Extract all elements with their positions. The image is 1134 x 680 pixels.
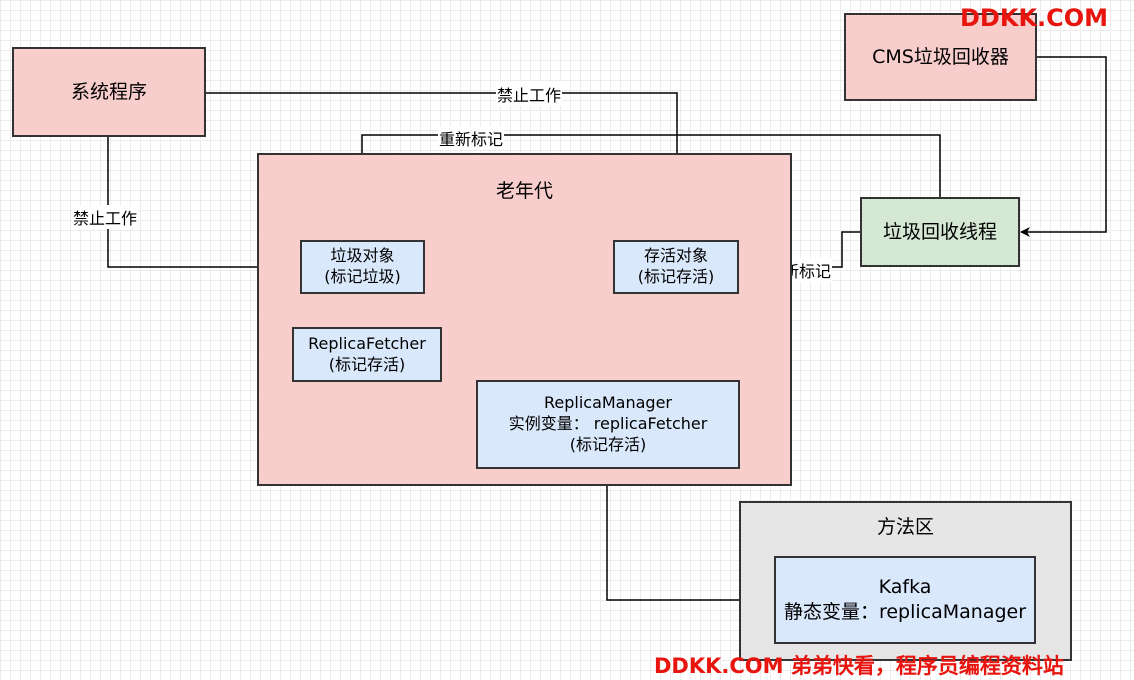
replica-fetcher-node: ReplicaFetcher (标记存活) (292, 327, 442, 382)
gc-thread-label: 垃圾回收线程 (882, 220, 997, 243)
system-program-label: 系统程序 (70, 80, 147, 103)
live-object-line-2: (标记存活) (637, 267, 715, 286)
watermark-bottom: DDKK.COM 弟弟快看，程序员编程资料站 (654, 654, 1064, 678)
replica-manager-line-3: (标记存活) (569, 434, 647, 454)
kafka-line-2: 静态变量：replicaManager (783, 601, 1027, 623)
replica-manager-line-1: ReplicaManager (543, 393, 673, 413)
kafka-line-1: Kafka (878, 576, 932, 599)
live-object-node: 存活对象 (标记存活) (613, 240, 739, 294)
replica-fetcher-line-2: (标记存活) (328, 354, 406, 374)
replica-manager-node: ReplicaManager 实例变量： replicaFetcher (标记存… (476, 380, 740, 469)
method-area-title: 方法区 (876, 516, 934, 538)
cms-collector-node: CMS垃圾回收器 (844, 13, 1037, 101)
replica-manager-line-2: 实例变量： replicaFetcher (508, 414, 708, 434)
edge-label-stop-work-top: 禁止工作 (496, 82, 563, 106)
live-object-line-1: 存活对象 (643, 246, 708, 266)
garbage-object-line-2: (标记垃圾) (324, 267, 401, 286)
system-program-node: 系统程序 (12, 47, 206, 137)
gc-thread-node: 垃圾回收线程 (860, 197, 1020, 267)
edge-cms-to-gcthread (1020, 56, 1107, 237)
edge-label-remark-top: 重新标记 (438, 126, 505, 150)
edge-kafka-to-manager (602, 469, 774, 601)
replica-fetcher-line-1: ReplicaFetcher (308, 333, 426, 353)
edge-label-stop-work-left: 禁止工作 (72, 205, 139, 229)
watermark-top: DDKK.COM (960, 4, 1109, 32)
kafka-node: Kafka 静态变量：replicaManager (774, 556, 1036, 644)
garbage-object-line-1: 垃圾对象 (330, 246, 395, 266)
old-generation-title: 老年代 (495, 180, 553, 202)
cms-collector-label: CMS垃圾回收器 (872, 45, 1009, 68)
garbage-object-node: 垃圾对象 (标记垃圾) (300, 240, 425, 294)
edge-system-to-garbage (107, 137, 300, 272)
